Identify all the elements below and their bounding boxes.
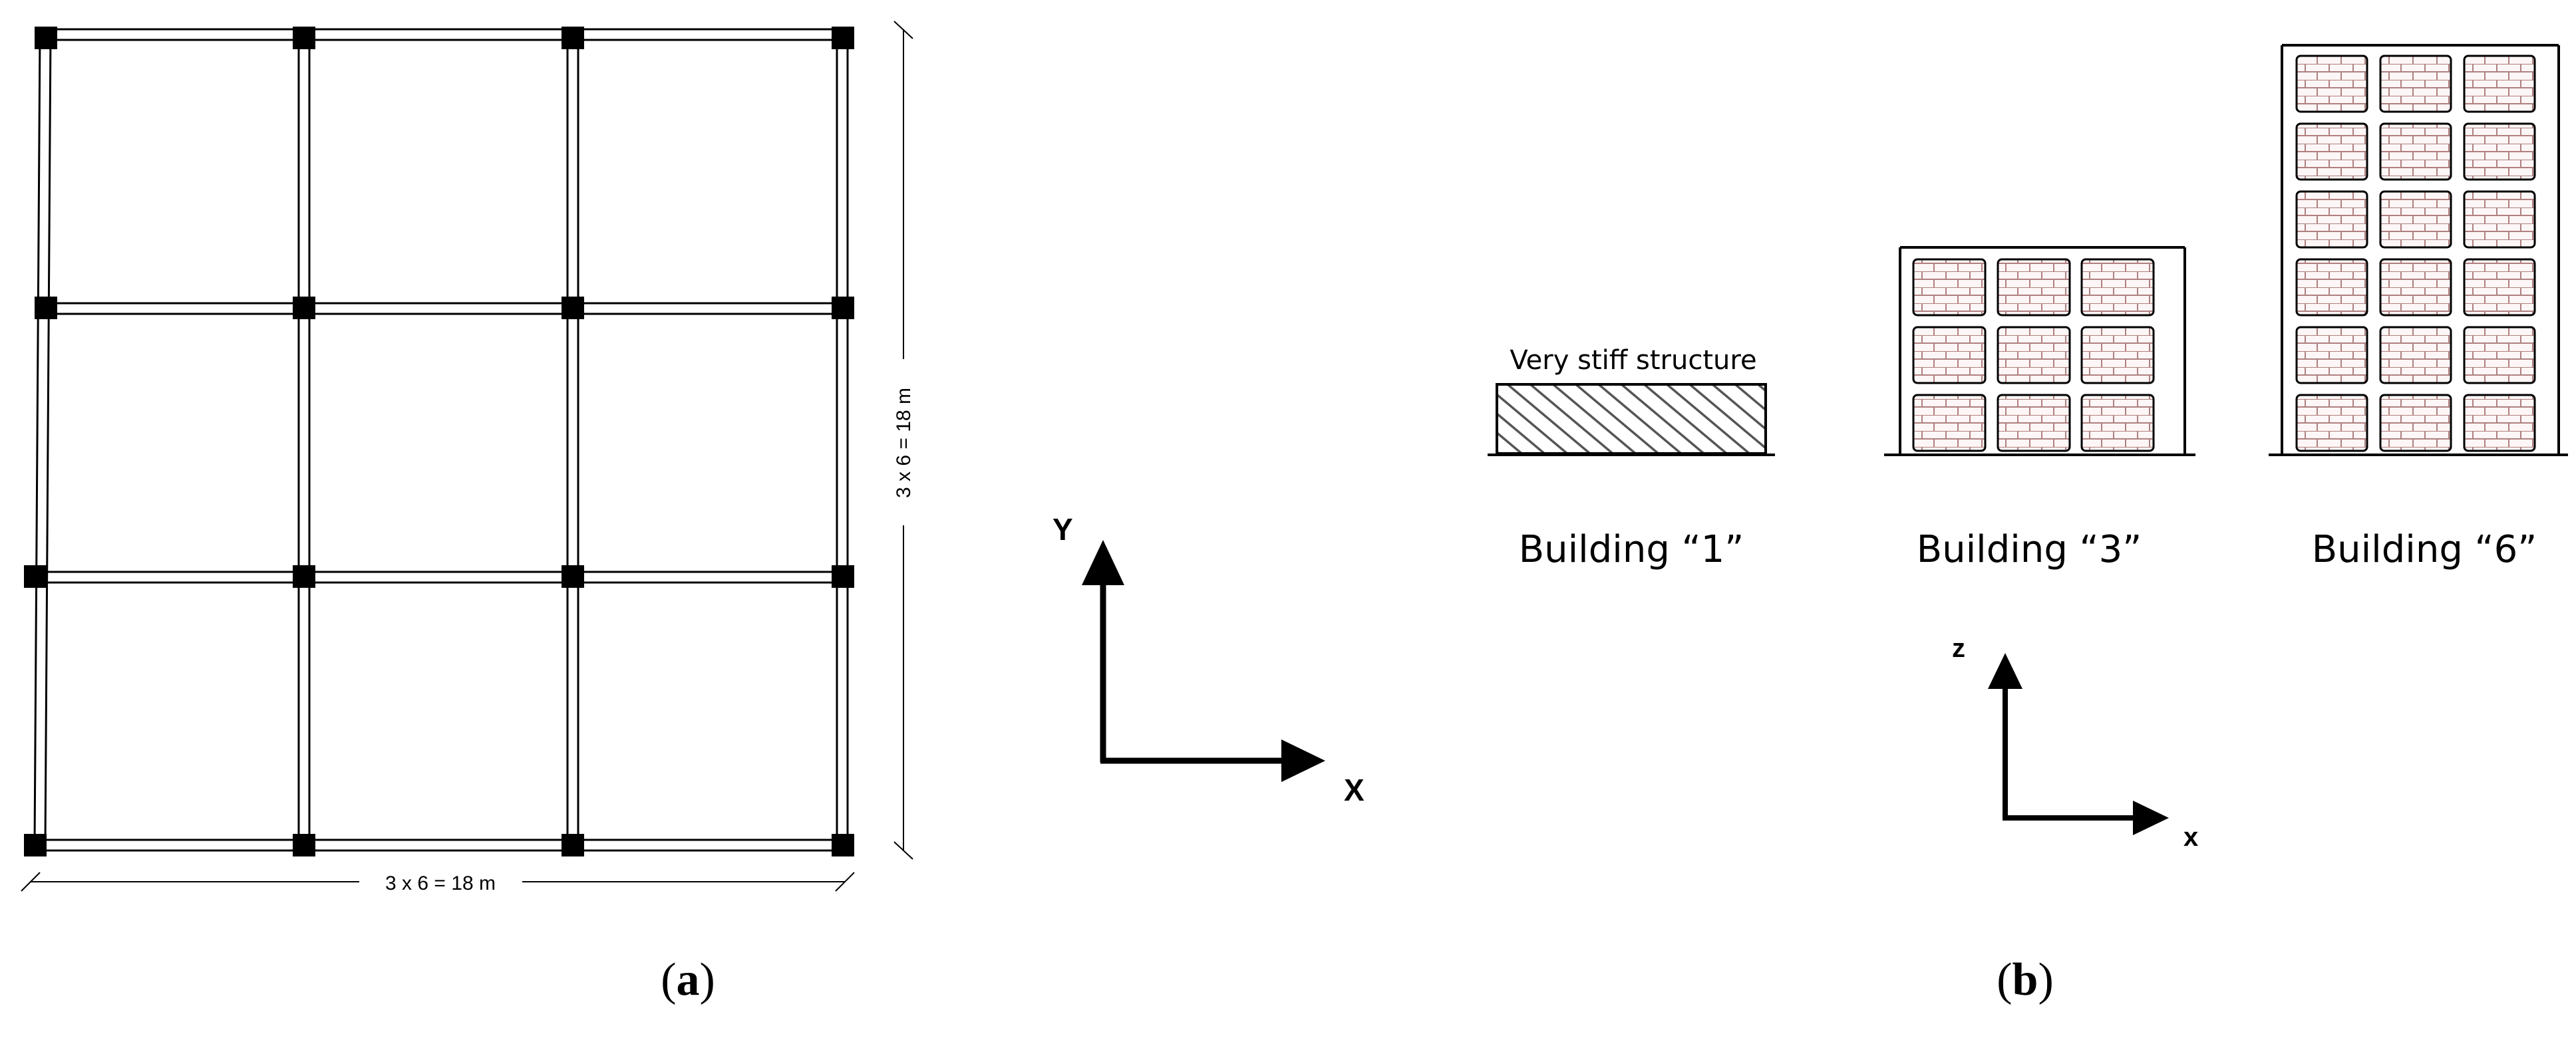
- building-3-label: Building “3”: [1917, 528, 2142, 571]
- dimension-horizontal-label: 3 x 6 = 18 m: [385, 872, 496, 894]
- building-3: Building “3”: [1884, 246, 2195, 571]
- stiff-structure-label: Very stiff structure: [1510, 345, 1756, 376]
- building-1: Very stiff structure Building “1”: [1488, 345, 1775, 571]
- caption-a-letter: a: [677, 954, 700, 1005]
- axis-x-label: X: [1344, 773, 1365, 807]
- axis-x-label-b: x: [2183, 823, 2198, 852]
- zx-axes: z x: [1952, 634, 2198, 852]
- caption-b: (b): [1997, 954, 2054, 1005]
- building-6-infills: [2295, 55, 2536, 452]
- building-1-label: Building “1”: [1519, 528, 1744, 571]
- building-6-label: Building “6”: [2312, 528, 2537, 571]
- dimension-vertical-label: 3 x 6 = 18 m: [893, 388, 915, 498]
- plan-beams-horizontal: [27, 28, 850, 852]
- building-6: Building “6”: [2269, 44, 2568, 571]
- caption-b-letter: b: [2012, 954, 2038, 1005]
- floor-plan: [24, 27, 854, 856]
- dimension-vertical: 3 x 6 = 18 m: [887, 21, 920, 860]
- xy-axes: Y X: [1052, 512, 1365, 807]
- axis-z-label: z: [1952, 634, 1965, 663]
- caption-a: (a): [661, 954, 715, 1005]
- building-3-infills: [1912, 258, 2155, 452]
- axis-y-label: Y: [1052, 512, 1073, 547]
- dimension-horizontal: 3 x 6 = 18 m: [21, 864, 855, 898]
- plan-beams-vertical: [33, 34, 849, 846]
- plan-columns: [24, 27, 854, 856]
